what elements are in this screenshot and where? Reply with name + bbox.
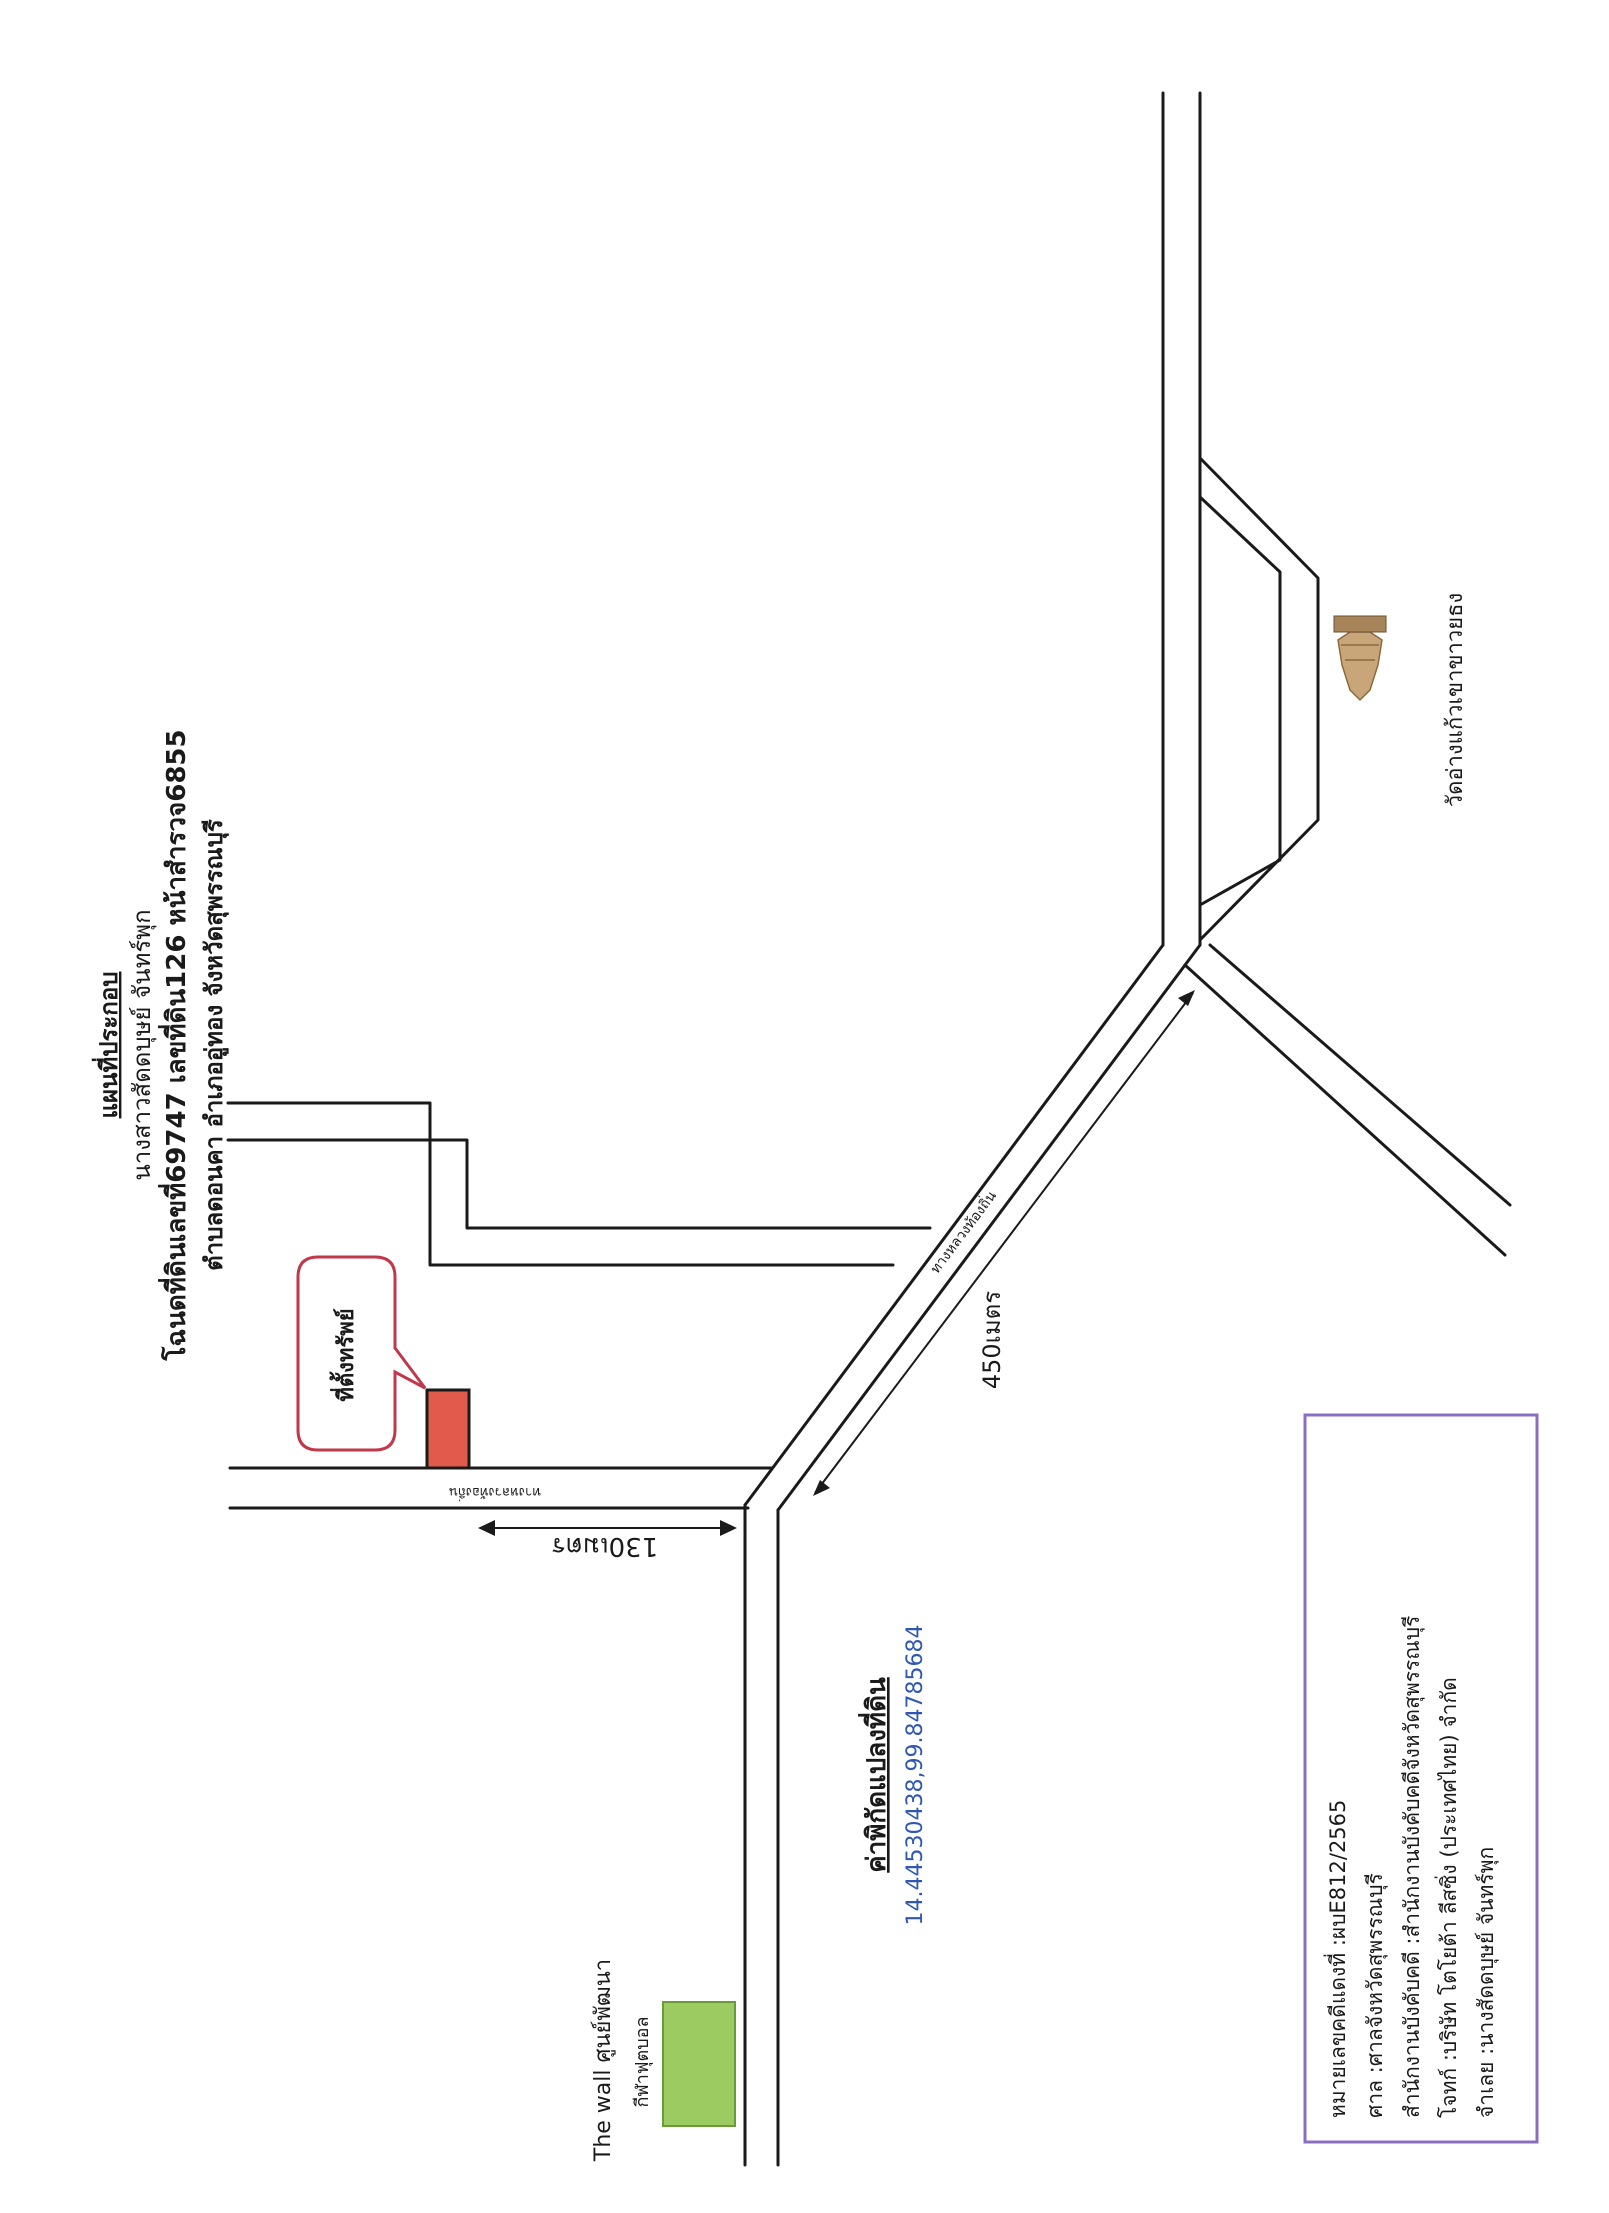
owner-name: นางสาวสัดดบุษย์ จันทร์พุก xyxy=(128,909,157,1180)
roads xyxy=(226,91,1512,2167)
info-plaintiff: โจทก์ :บริษัท โตโยต้า ลีสซิ่ง (ประเทศไทย… xyxy=(1434,1677,1461,2118)
distance-450-label: 450เมตร xyxy=(978,1291,1006,1389)
coords-value: 14.44530438,99.84785684 xyxy=(903,1625,928,1926)
info-enforcement-office: สำนักงานบังคับคดี :สำนักงานบังคับคดีจังห… xyxy=(1400,1616,1425,2118)
location-text: ตำบลดอนคา อำเภออู่ทอง จังหวัดสุพรรณบุรี xyxy=(200,819,230,1271)
distance-450-arrow xyxy=(813,990,1195,1496)
main-diagonal-b xyxy=(776,943,1202,1512)
upper-road-a xyxy=(226,1101,895,1267)
map-title: แผนที่ประกอบ xyxy=(91,972,123,1119)
mall-marker xyxy=(662,2001,736,2127)
upper-road-b xyxy=(226,1138,932,1230)
info-box xyxy=(1303,1413,1539,2144)
road-side-label: ทางหลวงท้องถิ่น xyxy=(449,1484,541,1501)
info-case-number: หมายเลขคดีแดงที่ :ผบE812/2565 xyxy=(1323,1800,1350,2118)
mall-label-line1: The wall ศูนย์พัฒนา xyxy=(591,1959,616,2162)
temple-icon xyxy=(1333,615,1387,702)
distance-130-label: 130เมตร xyxy=(552,1531,659,1561)
mall-label-line2: กีฬาฟุตบอล xyxy=(632,2016,653,2107)
branch-road-b xyxy=(1208,943,1512,1207)
property-callout xyxy=(296,1255,427,1452)
temple-road-outer xyxy=(1198,456,1320,942)
temple-road-inner xyxy=(1198,495,1282,907)
property-label: ที่ตั้งทรัพย์ xyxy=(329,1308,359,1401)
coords-heading: ค่าพิกัดแปลงที่ดิน xyxy=(857,1677,892,1873)
deed-number: โฉนดที่ดินเลขที่69747 เลขที่ดิน126 หน้าส… xyxy=(157,729,192,1361)
temple-label: วัดอ่างแก้วเขาขาวยธง xyxy=(1443,593,1468,808)
info-court: ศาล :ศาลจังหวัดสุพรรณบุรี xyxy=(1363,1873,1388,2118)
property-marker xyxy=(425,1388,471,1470)
branch-road-a xyxy=(1183,963,1507,1257)
main-diagonal-a xyxy=(743,943,1165,1507)
info-defendant: จำเลย :นางสัดดบุษย์ จันทร์พุก xyxy=(1474,1847,1499,2118)
distance-130-arrow xyxy=(478,1520,737,1536)
